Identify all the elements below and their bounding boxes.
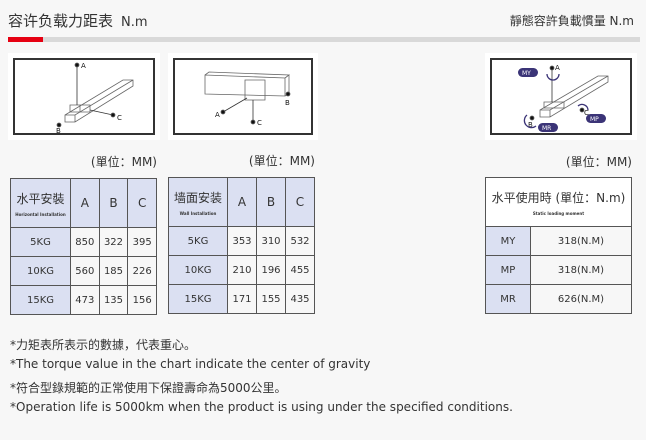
column-header: A [227, 177, 257, 227]
unit-label-wall: (單位：MM) [248, 154, 315, 168]
title-text: 容许负载力距表 [8, 12, 114, 30]
svg-text:B: B [528, 121, 533, 129]
svg-text:C: C [257, 119, 262, 127]
svg-text:C: C [584, 109, 589, 117]
svg-text:C: C [117, 114, 122, 122]
column-header: A [70, 178, 100, 228]
note-3: *符合型錄規範的正常使用下保證壽命為5000公里。 [10, 381, 287, 395]
page-title: 容许负载力距表 N.m [8, 10, 148, 31]
title-unit: N.m [121, 15, 148, 30]
svg-text:A: A [555, 64, 560, 72]
wall-installation-diagram: A B C [168, 53, 318, 140]
svg-text:MP: MP [590, 116, 599, 123]
right-title: 靜態容許負載慣量 N.m [509, 14, 634, 28]
column-header: B [256, 177, 286, 227]
svg-text:B: B [56, 127, 61, 133]
unit-label-static: (單位：MM) [565, 155, 632, 169]
table-title-cell: 水平使用時 (單位：N.m)Static loading moment [485, 177, 632, 227]
note-2: *The torque value in the chart indicate … [10, 357, 371, 371]
svg-text:A: A [81, 62, 86, 70]
svg-text:B: B [285, 99, 290, 107]
note-1: *力矩表所表示的數據，代表重心。 [10, 338, 197, 352]
horizontal-installation-diagram: A C B [8, 53, 160, 140]
note-4: *Operation life is 5000km when the produ… [10, 400, 513, 414]
column-header: C [127, 178, 157, 228]
svg-text:MY: MY [522, 70, 531, 77]
unit-label-horizontal: (單位：MM) [90, 155, 157, 169]
title-accent-bar [8, 37, 43, 42]
svg-text:MR: MR [542, 125, 551, 132]
static-moment-diagram: A B C MY MP MR [485, 53, 637, 140]
title-underline [8, 37, 640, 42]
column-header: B [98, 178, 129, 228]
svg-text:A: A [215, 111, 220, 119]
column-header: C [285, 177, 315, 227]
